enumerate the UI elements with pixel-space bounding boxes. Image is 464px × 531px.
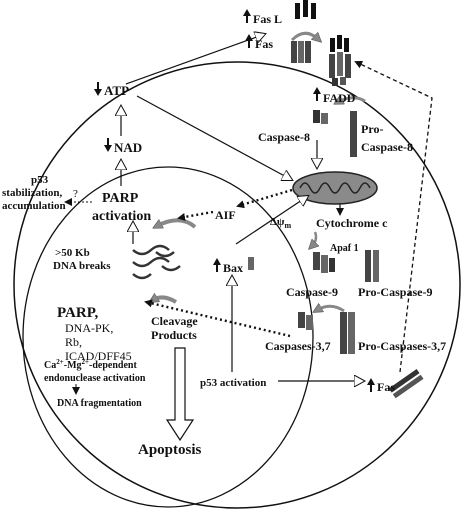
cytochrome-c-label: Cytochrome c [316, 216, 388, 230]
fas-fasl-complex-icon [329, 35, 351, 78]
rb-label: Rb, [65, 335, 82, 349]
dna-helix-icon [132, 244, 170, 280]
parp-activation-label-line2: activation [92, 209, 151, 224]
p53-stab-label-line3: accumulation [2, 200, 66, 212]
fas-upregulation-arrow [354, 60, 433, 373]
aif-to-parp-arrow [177, 210, 214, 221]
dna-helix-broken-icon [155, 251, 181, 272]
aif-label: AIF [215, 208, 236, 222]
caspases37-icon [298, 312, 313, 330]
cleavage-to-apoptosis-arrow [165, 347, 195, 442]
pro-caspase9-label: Pro-Caspase-9 [358, 285, 432, 299]
bax-label: Bax [223, 261, 243, 275]
caspase8-icon [313, 110, 328, 124]
curved-arrow-icon [153, 297, 178, 304]
down-arrow-icon [104, 138, 112, 152]
up-arrow-icon [243, 9, 251, 23]
parp-activation-label-line1: PARP [102, 191, 139, 206]
pro-caspases37-label: Pro-Caspases-3,7 [358, 339, 446, 353]
up-arrow-icon [245, 34, 253, 48]
atp-label: ATP [104, 83, 129, 98]
down-arrow-icon [94, 82, 102, 96]
mito-to-aif-arrow [236, 188, 293, 209]
fas-receptor-icon [291, 41, 311, 63]
parp-substrate-label: PARP, [57, 305, 99, 321]
atp-to-fas-arrow [125, 34, 265, 85]
bax-icon [248, 257, 254, 270]
fas-ligand-icon [295, 0, 316, 19]
nad-label: NAD [114, 140, 142, 155]
question-mark-label: ? [73, 188, 78, 200]
cleavage-products-label-line1: Cleavage [151, 314, 198, 328]
pro-caspase8-label-line1: Pro- [361, 122, 383, 136]
fadd-icon [332, 77, 346, 86]
delta-psi-label: Δψm [270, 216, 291, 230]
fas-ligand-label: Fas L [253, 12, 282, 26]
curved-arrow-icon [338, 98, 366, 102]
p53-stab-label-line1: p53 [31, 174, 49, 186]
up-arrow-icon [313, 87, 321, 101]
fas-receptor-label: Fas [255, 37, 273, 51]
dna-pk-label: DNA-PK, [65, 321, 113, 335]
mitochondrion-icon [292, 171, 378, 205]
pro-caspase8-label-line2: Caspase-8 [361, 140, 413, 154]
up-arrow-icon [213, 258, 221, 272]
endonuclease-label-line2: endonuclease activation [44, 373, 146, 384]
bax-to-mito-arrow [235, 196, 308, 245]
cleavage-products-label-line2: Products [151, 328, 197, 342]
caspase9-label: Caspase-9 [286, 285, 338, 299]
fas-receptor-bottom-icon [388, 368, 424, 399]
icad-label: ICAD/DFF45 [65, 349, 132, 363]
dna-breaks-label-line1: >50 Kb [55, 247, 90, 259]
pro-caspase9-icon [365, 250, 379, 282]
nucleus [22, 166, 314, 508]
pro-caspases37-icon [340, 312, 355, 354]
curved-arrow-icon [312, 231, 316, 246]
dna-breaks-label-line2: DNA breaks [53, 260, 111, 272]
fas-bottom-label: Fas [377, 380, 395, 394]
apoptosome-icon [313, 252, 335, 273]
cell-membrane [13, 61, 461, 509]
p53-activation-label: p53 activation [200, 377, 266, 389]
caspase8-label: Caspase-8 [258, 130, 310, 144]
up-arrow-icon [367, 378, 375, 392]
apaf1-label: Apaf 1 [330, 243, 359, 254]
caspases37-label: Caspases-3,7 [265, 339, 331, 353]
curved-arrow-icon [290, 31, 318, 40]
dna-fragmentation-label: DNA fragmentation [57, 398, 142, 409]
curved-arrow-icon [317, 306, 345, 311]
curved-arrow-icon [157, 218, 197, 227]
p53-stab-label-line2: stabilization, [2, 187, 62, 199]
endonuclease-label-line1: Ca2+-Mg2+-dependent [44, 358, 137, 371]
atp-to-mitochondria-arrow [136, 95, 292, 180]
pro-caspase8-icon [350, 111, 357, 157]
fadd-label: FADD [323, 91, 356, 105]
apoptosis-label: Apoptosis [138, 442, 202, 458]
